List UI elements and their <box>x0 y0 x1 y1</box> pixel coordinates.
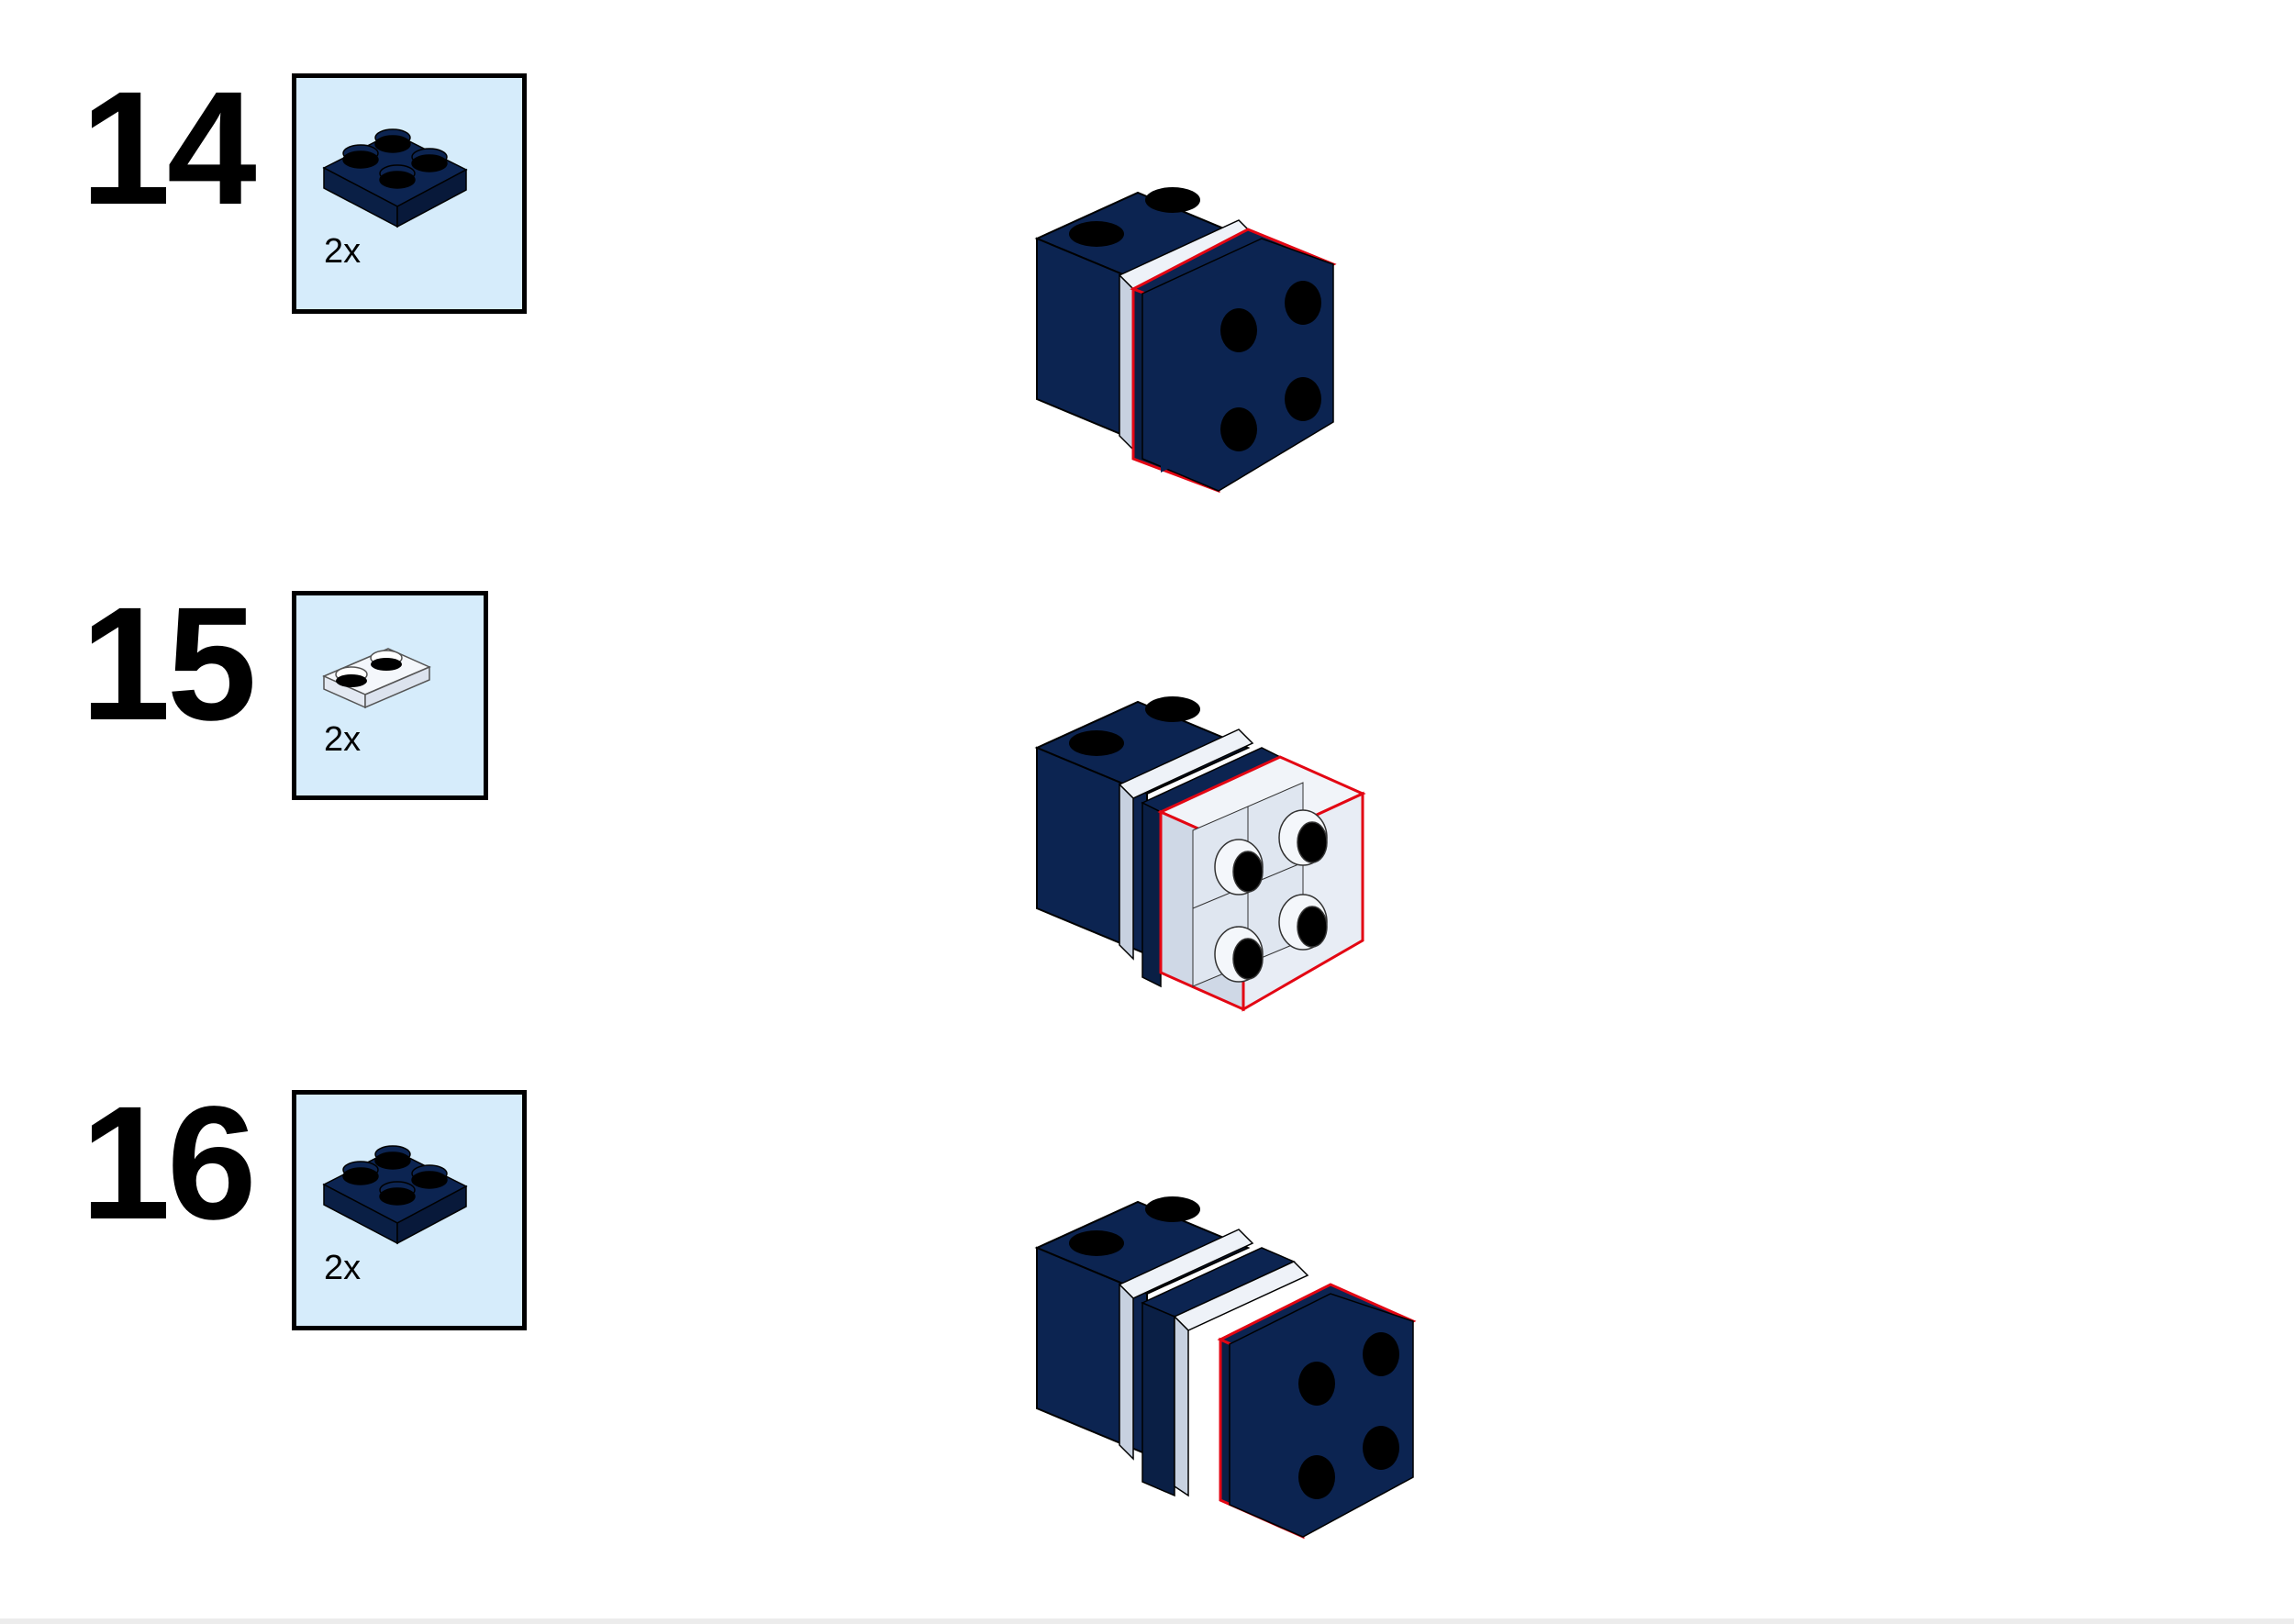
parts-list-box: 2x <box>292 1090 527 1330</box>
part-quantity: 2x <box>324 720 362 759</box>
step-16-model <box>1034 1196 1417 1540</box>
parts-list-box: 2x <box>292 591 488 800</box>
page-bottom-divider <box>0 1618 2294 1624</box>
part-quantity: 2x <box>324 1249 362 1287</box>
dark-blue-plate-2x2-icon <box>322 128 468 228</box>
step-number: 14 <box>81 59 257 239</box>
dark-blue-plate-2x2-icon <box>322 1145 468 1245</box>
parts-list-box: 2x <box>292 73 527 314</box>
step-number: 15 <box>81 574 257 754</box>
trans-clear-plate-1x2-icon <box>322 648 431 709</box>
step-15-model <box>1034 696 1366 1012</box>
step-14-model <box>1034 187 1337 494</box>
step-number: 16 <box>81 1073 257 1253</box>
part-quantity: 2x <box>324 232 362 271</box>
